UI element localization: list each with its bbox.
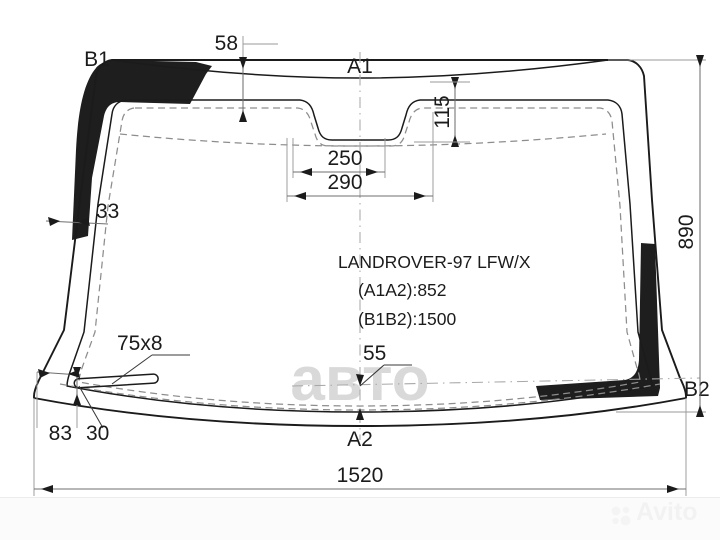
arrowhead-290-right — [414, 192, 426, 200]
footer-bar: Avito — [0, 497, 720, 540]
leader-line-30 — [78, 385, 104, 429]
dimension-label-250: 250 — [327, 147, 362, 170]
dimension-label-290: 290 — [327, 171, 362, 194]
black-band-bottom-right — [536, 243, 660, 400]
arrowhead-33-left — [48, 217, 60, 226]
arrowhead-83-left — [38, 369, 50, 378]
hidden-upper-band-line — [119, 133, 607, 147]
dimension-label-115: 115 — [431, 95, 454, 128]
arrowhead-250-left — [300, 168, 312, 176]
arrowhead-30-bottom — [73, 394, 81, 405]
arrowhead-115-bottom — [451, 135, 459, 147]
avito-brand-text: Avito — [636, 499, 698, 526]
reference-label-a2: A2 — [347, 428, 373, 451]
arrowhead-33-right — [78, 218, 90, 226]
dimension-label-83: 83 — [49, 422, 72, 445]
avito-dots-icon — [611, 506, 631, 525]
avito-wordmark: Avito — [636, 498, 698, 526]
arrowhead-1520-left — [41, 485, 53, 493]
reference-label-a1: A1 — [347, 55, 373, 78]
arrowhead-115-top — [451, 77, 459, 89]
antenna-slot-feature — [73, 373, 159, 389]
glass-inner-outline — [66, 99, 653, 413]
hidden-frit-outline — [78, 107, 641, 407]
dimension-label-55: 55 — [363, 342, 386, 365]
arrowhead-290-left — [294, 192, 306, 200]
dimension-label-75x8: 75x8 — [117, 332, 163, 355]
reference-label-b2: B2 — [684, 378, 710, 401]
dimension-label-1520: 1520 — [337, 464, 384, 487]
leader-line-55 — [359, 364, 385, 387]
spec-a1a2: (A1A2):852 — [358, 280, 447, 300]
dimension-label-890: 890 — [675, 214, 698, 249]
arrowhead-30-top — [73, 367, 81, 378]
arrowhead-58-top — [239, 57, 247, 69]
arrowhead-890-bottom — [696, 405, 704, 417]
arrowhead-890-top — [696, 55, 704, 67]
drawing-title: LANDROVER-97 LFW/X — [338, 252, 531, 272]
spec-b1b2: (B1B2):1500 — [358, 309, 457, 329]
arrowhead-250-right — [366, 168, 378, 176]
dimension-label-33: 33 — [96, 200, 119, 223]
arrowhead-58-bottom — [239, 110, 247, 122]
reference-label-b1: B1 — [84, 48, 110, 71]
avito-watermark: Avito — [610, 498, 706, 532]
leader-line-75x8 — [111, 354, 153, 385]
dimension-label-30: 30 — [86, 422, 109, 445]
arrowhead-1520-right — [667, 485, 679, 493]
dimension-label-58: 58 — [215, 32, 238, 55]
arrowhead-55-point — [356, 374, 364, 386]
arrowhead-a2 — [356, 408, 364, 420]
black-band-top-left — [72, 60, 212, 240]
